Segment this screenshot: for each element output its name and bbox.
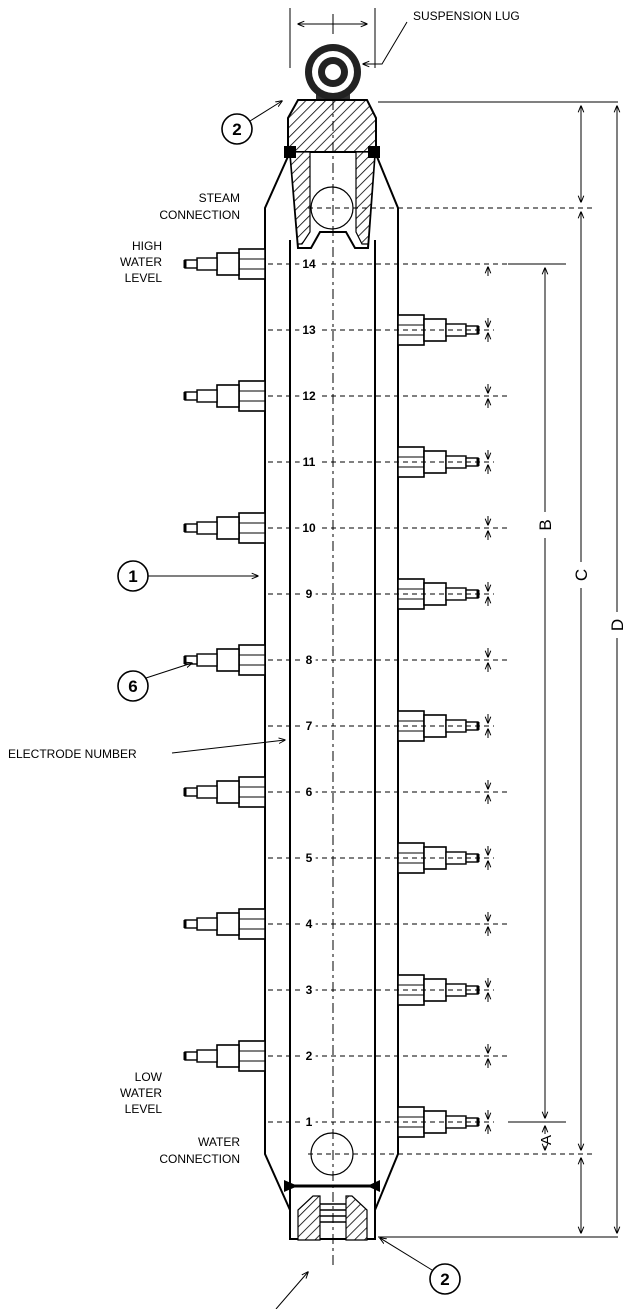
electrode-14: 14 (183, 248, 508, 280)
electrode-number-6: 6 (306, 785, 313, 799)
electrode-number-3: 3 (306, 983, 313, 997)
steam-connection-label: STEAM CONNECTION (159, 191, 240, 222)
electrode-number-2: 2 (306, 1049, 313, 1063)
callout-end-cap-bottom: 2 (380, 1238, 461, 1295)
electrode-2: 2 (183, 1040, 508, 1072)
top-width-dimension (289, 8, 376, 68)
dimension-a-label: A (538, 1135, 555, 1145)
electrode-number-9: 9 (306, 587, 313, 601)
electrode-6: 6 (183, 776, 508, 808)
electrode-10: 10 (183, 512, 508, 544)
electrode-5: 5 (268, 842, 494, 874)
svg-text:6: 6 (128, 677, 137, 696)
callout-electrode: 6 (117, 663, 192, 702)
dimension-b-label: B (536, 519, 555, 530)
dimension-d-label: D (608, 619, 624, 631)
electrode-11: 11 (268, 446, 494, 478)
electrode-number-14: 14 (302, 257, 316, 271)
electrode-number-10: 10 (302, 521, 316, 535)
svg-text:WATER: WATER (120, 1086, 162, 1100)
electrode-number-12: 12 (302, 389, 316, 403)
electrode-12: 12 (183, 380, 508, 412)
suspension-lug (305, 44, 361, 102)
top-end-cap (284, 99, 380, 249)
electrode-number-7: 7 (306, 719, 313, 733)
electrode-number-8: 8 (306, 653, 313, 667)
callout-end-cap-top: 2 (221, 101, 282, 145)
svg-text:LEVEL: LEVEL (125, 271, 163, 285)
suspension-lug-label: SUSPENSION LUG (413, 9, 520, 23)
reference-lines (308, 207, 594, 1155)
electrode-4: 4 (183, 908, 508, 940)
electrode-array: 14 13 12 11 10 9 8 7 6 5 4 3 2 1 (183, 248, 508, 1138)
electrode-number-11: 11 (303, 455, 316, 469)
dimension-lines (545, 106, 617, 1233)
electrode-9: 9 (268, 578, 494, 610)
svg-text:2: 2 (232, 120, 241, 139)
electrode-number-leader (171, 740, 285, 754)
electrode-13: 13 (268, 314, 494, 346)
electrode-3: 3 (268, 974, 494, 1006)
electrode-number-1: 1 (306, 1115, 313, 1129)
svg-text:2: 2 (440, 1270, 449, 1289)
electrode-7: 7 (268, 710, 494, 742)
svg-text:1: 1 (128, 567, 137, 586)
water-connection-label: WATER CONNECTION (159, 1135, 240, 1166)
suspension-lug-leader (363, 21, 408, 64)
svg-text:CONNECTION: CONNECTION (159, 208, 240, 222)
svg-text:LOW: LOW (135, 1070, 163, 1084)
svg-text:LEVEL: LEVEL (125, 1102, 163, 1116)
bottom-drain-leader (275, 1272, 308, 1309)
column-body (264, 151, 399, 1211)
svg-text:STEAM: STEAM (199, 191, 240, 205)
reference-lines-solid (378, 101, 618, 1238)
svg-text:CONNECTION: CONNECTION (159, 1152, 240, 1166)
electrode-8: 8 (183, 644, 508, 676)
callout-column: 1 (117, 560, 258, 592)
svg-text:WATER: WATER (198, 1135, 240, 1149)
electrode-number-5: 5 (306, 851, 313, 865)
dimension-c-label: C (572, 569, 591, 581)
bottom-end-cap (284, 1180, 380, 1241)
electrode-1: 1 (268, 1106, 494, 1138)
svg-text:WATER: WATER (120, 255, 162, 269)
low-water-level-label: LOW WATER LEVEL (120, 1070, 163, 1116)
svg-text:HIGH: HIGH (132, 239, 162, 253)
electrode-number-label: ELECTRODE NUMBER (8, 747, 137, 761)
high-water-level-label: HIGH WATER LEVEL (120, 239, 162, 285)
electrode-number-13: 13 (302, 323, 316, 337)
electrode-number-4: 4 (306, 917, 313, 931)
